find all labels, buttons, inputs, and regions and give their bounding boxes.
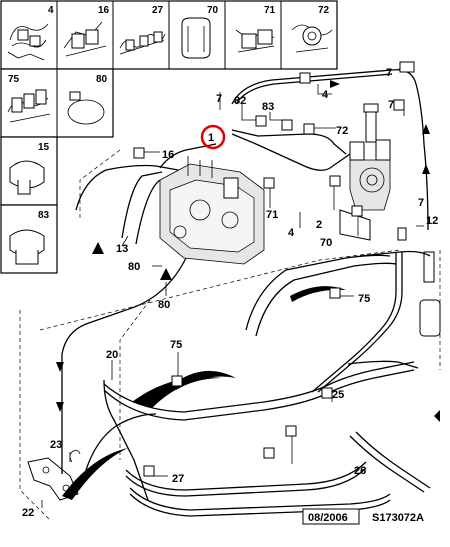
arrow-up-80: [160, 268, 172, 280]
callout-7-right: 7: [388, 99, 394, 111]
callout-boxes: [133, 72, 405, 477]
grid-cell-part-4: 4: [7, 5, 54, 61]
grid-label-72: 72: [318, 5, 330, 16]
grid-label-75: 75: [8, 74, 20, 85]
footer: 08/2006 S173072A: [302, 508, 424, 525]
callout-4-mid: 4: [288, 227, 295, 239]
callout-7-far-right: 7: [418, 197, 424, 209]
callout-80-bottom: 80: [158, 299, 170, 311]
grid-label-15: 15: [38, 142, 50, 153]
footer-reference: S173072A: [372, 512, 424, 524]
callout-82: 82: [234, 95, 246, 107]
callout-75-left: 75: [170, 339, 182, 351]
callout-22: 22: [22, 507, 34, 519]
grid-label-70: 70: [207, 5, 219, 16]
fuel-tank-sender: [397, 227, 441, 337]
footer-date: 08/2006: [308, 512, 348, 524]
grid-cell-part-83: 83: [9, 210, 50, 265]
grid-cell-part-16: 16: [63, 5, 110, 57]
callout-4-top: 4: [322, 89, 329, 101]
grid-label-80: 80: [96, 74, 108, 85]
callout-75-right: 75: [358, 293, 370, 305]
callout-80-left: 80: [128, 261, 140, 273]
callout-16: 16: [162, 149, 174, 161]
callout-70: 70: [320, 237, 332, 249]
callout-27: 27: [172, 473, 184, 485]
guide-lines: [19, 149, 441, 521]
callout-71: 71: [266, 209, 278, 221]
callout-72: 72: [336, 125, 348, 137]
clip-sweeps: [62, 286, 346, 500]
callout-7-top-right: 7: [386, 67, 392, 79]
callout-23: 23: [50, 439, 62, 451]
callout-12: 12: [426, 215, 438, 227]
parts-grid: 4 16 27 70: [0, 0, 338, 274]
callout-7-top: 7: [216, 93, 222, 105]
highlight-circle: [200, 124, 226, 150]
grid-label-83: 83: [38, 210, 50, 221]
flow-arrows: [56, 80, 440, 422]
grid-cell-part-70: 70: [181, 5, 219, 59]
grid-cell-part-27: 27: [119, 5, 166, 55]
fuel-filter-assembly: [339, 139, 391, 241]
glow-plug: [363, 103, 379, 143]
grid-label-4: 4: [48, 5, 54, 16]
grid-cell-part-15: 15: [9, 142, 50, 195]
callout-20: 20: [106, 349, 118, 361]
leader-lines: [41, 84, 424, 508]
callout-83: 83: [262, 101, 274, 113]
injection-pump: [159, 156, 265, 265]
callout-13: 13: [116, 243, 128, 255]
callout-labels: 7 4 82 83 72 7 7 1 16 71 2 4 70 12 13 80…: [22, 67, 438, 519]
callout-2: 2: [316, 219, 322, 231]
grid-cell-part-72: 72: [291, 5, 333, 53]
grid-label-71: 71: [264, 5, 276, 16]
grid-cell-part-80: 80: [67, 74, 108, 125]
grid-label-16: 16: [98, 5, 110, 16]
grid-cell-part-71: 71: [235, 5, 276, 53]
callout-1: 1: [208, 132, 214, 144]
callout-26: 26: [354, 465, 366, 477]
grid-label-27: 27: [152, 5, 164, 16]
callout-25: 25: [332, 389, 344, 401]
grid-cell-part-75: 75: [7, 74, 51, 123]
fuel-lines: [61, 61, 431, 517]
